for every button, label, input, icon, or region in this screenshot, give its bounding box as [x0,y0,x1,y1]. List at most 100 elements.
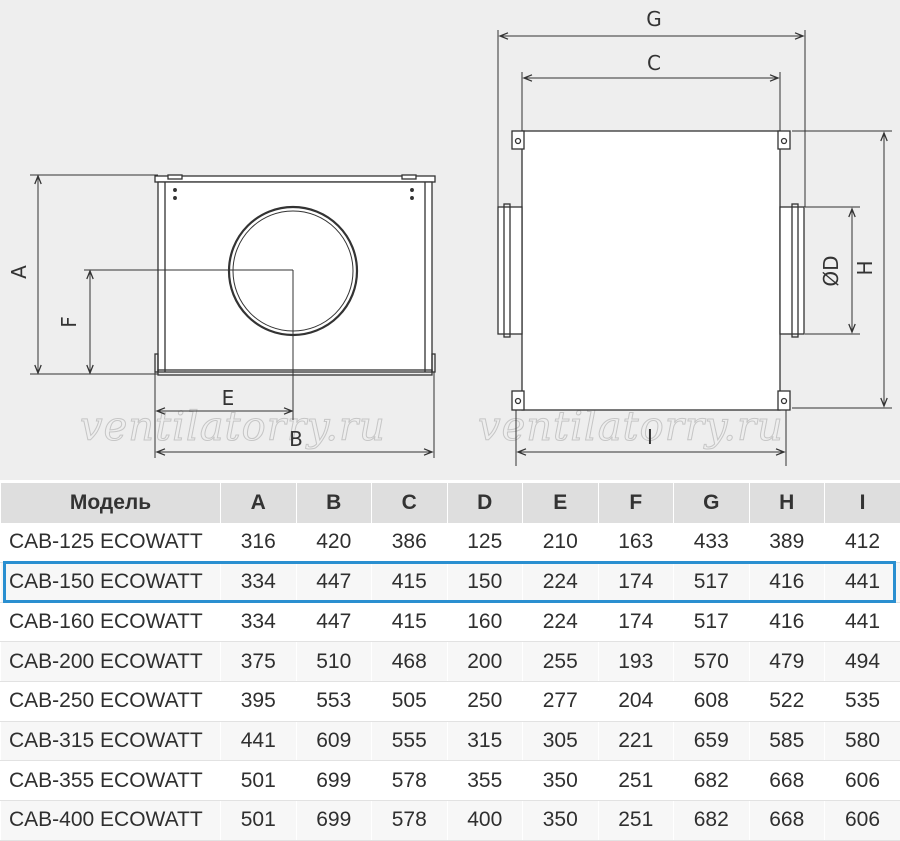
value-cell-I: 606 [824,800,900,841]
header-F: F [597,483,674,523]
value-cell-D: 400 [446,800,523,841]
header-D: D [446,483,523,523]
label-E: E [222,386,235,410]
table-header-row: Модель A B C D E F G H I [0,483,900,523]
value-cell-I: 412 [824,522,900,563]
header-B: B [295,483,372,523]
model-cell: CAB-315 ECOWATT [0,721,221,762]
label-F: F [57,316,81,328]
value-cell-A: 334 [220,602,296,643]
value-cell-C: 555 [371,721,447,762]
value-cell-B: 420 [295,522,372,563]
value-cell-E: 305 [522,721,598,762]
header-model: Модель [0,483,221,523]
value-cell-B: 447 [295,602,372,643]
value-cell-B: 699 [295,800,372,841]
label-D: ØD [819,255,843,286]
drawing-svg: ventilatorry.ru ventilatorry.ru A F E [7,7,892,466]
value-cell-B: 553 [295,681,372,722]
value-cell-E: 255 [522,641,598,682]
value-cell-F: 174 [597,602,674,643]
value-cell-H: 668 [748,760,825,801]
value-cell-G: 682 [673,760,749,801]
value-cell-E: 224 [522,562,598,603]
value-cell-I: 441 [824,562,900,603]
label-A: A [7,265,31,279]
value-cell-C: 505 [371,681,447,722]
value-cell-A: 334 [220,562,296,603]
header-E: E [522,483,598,523]
value-cell-B: 609 [295,721,372,762]
value-cell-B: 510 [295,641,372,682]
value-cell-E: 350 [522,760,598,801]
value-cell-C: 578 [371,760,447,801]
value-cell-I: 535 [824,681,900,722]
label-I: I [647,425,653,449]
value-cell-F: 221 [597,721,674,762]
model-cell: CAB-355 ECOWATT [0,760,221,801]
value-cell-F: 174 [597,562,674,603]
value-cell-I: 580 [824,721,900,762]
value-cell-F: 251 [597,760,674,801]
header-G: G [673,483,749,523]
value-cell-F: 163 [597,522,674,563]
value-cell-A: 441 [220,721,296,762]
value-cell-D: 125 [446,522,523,563]
value-cell-C: 415 [371,562,447,603]
side-view [497,130,805,411]
value-cell-C: 415 [371,602,447,643]
value-cell-I: 606 [824,760,900,801]
value-cell-B: 699 [295,760,372,801]
value-cell-G: 608 [673,681,749,722]
model-cell: CAB-200 ECOWATT [0,641,221,682]
header-A: A [220,483,296,523]
value-cell-C: 578 [371,800,447,841]
header-I: I [824,483,900,523]
value-cell-G: 433 [673,522,749,563]
watermark-right: ventilatorry.ru [478,404,784,450]
label-G: G [646,7,662,31]
value-cell-E: 350 [522,800,598,841]
value-cell-I: 441 [824,602,900,643]
model-cell: CAB-125 ECOWATT [0,522,221,563]
value-cell-H: 479 [748,641,825,682]
value-cell-B: 447 [295,562,372,603]
value-cell-G: 682 [673,800,749,841]
value-cell-H: 668 [748,800,825,841]
header-H: H [748,483,825,523]
model-cell: CAB-250 ECOWATT [0,681,221,722]
value-cell-C: 386 [371,522,447,563]
value-cell-F: 193 [597,641,674,682]
value-cell-G: 570 [673,641,749,682]
front-view [154,174,436,376]
value-cell-H: 416 [748,602,825,643]
value-cell-E: 210 [522,522,598,563]
value-cell-A: 316 [220,522,296,563]
value-cell-E: 277 [522,681,598,722]
label-B: B [289,427,303,451]
value-cell-A: 501 [220,760,296,801]
value-cell-D: 250 [446,681,523,722]
value-cell-E: 224 [522,602,598,643]
value-cell-F: 204 [597,681,674,722]
value-cell-D: 160 [446,602,523,643]
model-cell: CAB-160 ECOWATT [0,602,221,643]
model-cell: CAB-150 ECOWATT [0,562,221,603]
value-cell-A: 395 [220,681,296,722]
value-cell-H: 585 [748,721,825,762]
dimension-drawing: ventilatorry.ru ventilatorry.ru A F E [0,0,900,480]
label-C: C [647,51,661,75]
value-cell-H: 389 [748,522,825,563]
value-cell-H: 416 [748,562,825,603]
value-cell-C: 468 [371,641,447,682]
value-cell-I: 494 [824,641,900,682]
value-cell-D: 150 [446,562,523,603]
